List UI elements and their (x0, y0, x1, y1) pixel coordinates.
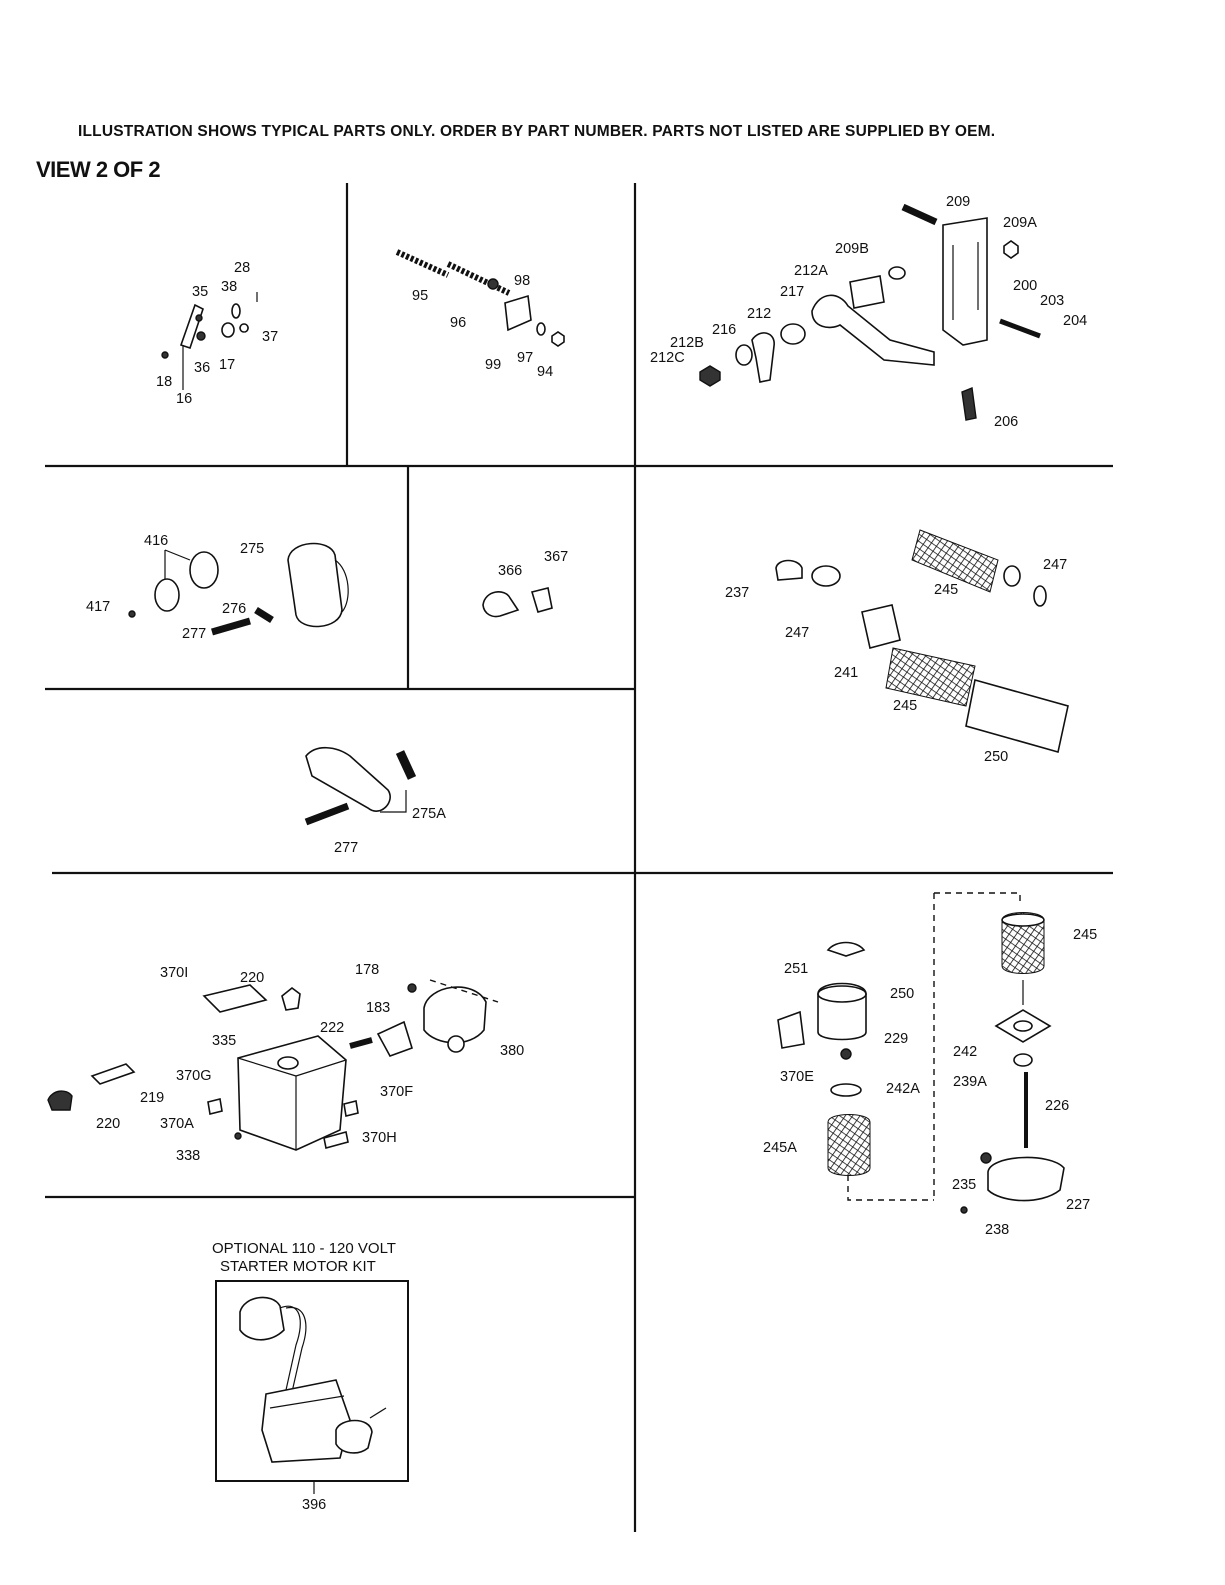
callout: 366 (498, 563, 522, 579)
callout: 275A (412, 806, 446, 822)
callout: 245 (934, 582, 958, 598)
callout: 226 (1045, 1098, 1069, 1114)
callout: 396 (302, 1497, 326, 1513)
callout: 245 (1073, 927, 1097, 943)
callout: 98 (514, 273, 530, 289)
view-indicator: VIEW 2 OF 2 (36, 157, 161, 182)
callout: 94 (537, 364, 553, 380)
callout: 370H (362, 1130, 397, 1146)
panel-dividers (45, 183, 1113, 1532)
callout: 251 (784, 961, 808, 977)
callout: 237 (725, 585, 749, 601)
callout: 216 (712, 322, 736, 338)
callout: 370A (160, 1116, 194, 1132)
air-cleaner-foam-art (775, 529, 1069, 754)
callout: 212B (670, 335, 704, 351)
callout: 370I (160, 965, 188, 981)
governor-spring-art (395, 249, 565, 347)
callout: 220 (240, 970, 264, 986)
air-cleaner-paper-art (777, 892, 1065, 1214)
callout: 35 (192, 284, 208, 300)
callout: 28 (234, 260, 250, 276)
callout: 241 (834, 665, 858, 681)
callout: 36 (194, 360, 210, 376)
callout: 276 (222, 601, 246, 617)
callout: 96 (450, 315, 466, 331)
callout: 18 (156, 374, 172, 390)
callout: 275 (240, 541, 264, 557)
callout: 277 (182, 626, 206, 642)
kit-title-line2: STARTER MOTOR KIT (220, 1258, 376, 1275)
callout: 178 (355, 962, 379, 978)
panel-control-bracket: 209 209A 209B 212A 200 217 203 212 204 2… (650, 194, 1087, 430)
callout: 37 (262, 329, 278, 345)
panel-muffler: 416 275 417 276 277 (86, 533, 349, 642)
callout: 97 (517, 350, 533, 366)
callout: 416 (144, 533, 168, 549)
callout: 250 (984, 749, 1008, 765)
callout: 250 (890, 986, 914, 1002)
callout: 217 (780, 284, 804, 300)
fuel-tank-art (47, 979, 499, 1151)
callout: 17 (219, 357, 235, 373)
callout: 335 (212, 1033, 236, 1049)
callout: 212A (794, 263, 828, 279)
callout: 242 (953, 1044, 977, 1060)
callout: 204 (1063, 313, 1087, 329)
muffler-alt-art (304, 746, 417, 826)
callout: 209A (1003, 215, 1037, 231)
fitting-art (482, 587, 553, 618)
callout: 367 (544, 549, 568, 565)
callout: 247 (785, 625, 809, 641)
callout: 38 (221, 279, 237, 295)
muffler-art (128, 542, 349, 636)
callout: 209 (946, 194, 970, 210)
kit-frame (215, 1280, 409, 1482)
callout: 200 (1013, 278, 1037, 294)
panel-muffler-alt: 275A 277 (304, 746, 446, 856)
callout: 203 (1040, 293, 1064, 309)
callout: 235 (952, 1177, 976, 1193)
callout: 239A (953, 1074, 987, 1090)
callout: 245 (893, 698, 917, 714)
callout: 229 (884, 1031, 908, 1047)
callout: 209B (835, 241, 869, 257)
callout: 183 (366, 1000, 390, 1016)
callout: 219 (140, 1090, 164, 1106)
panel-starter-kit: OPTIONAL 110 - 120 VOLT STARTER MOTOR KI… (212, 1240, 409, 1513)
callout: 277 (334, 840, 358, 856)
callout: 370E (780, 1069, 814, 1085)
kit-title-line1: OPTIONAL 110 - 120 VOLT (212, 1240, 396, 1257)
callout: 220 (96, 1116, 120, 1132)
governor-lever-art (161, 292, 258, 390)
callout: 242A (886, 1081, 920, 1097)
callout: 338 (176, 1148, 200, 1164)
panel-fitting: 366 367 (482, 549, 568, 618)
panel-governor-lever: 28 35 38 37 18 36 17 16 (156, 260, 278, 407)
callout: 370F (380, 1084, 413, 1100)
callout: 222 (320, 1020, 344, 1036)
starter-motor-art (239, 1296, 387, 1463)
callout: 99 (485, 357, 501, 373)
control-bracket-art (699, 203, 1041, 421)
callout: 227 (1066, 1197, 1090, 1213)
callout: 380 (500, 1043, 524, 1059)
callout: 16 (176, 391, 192, 407)
callout: 238 (985, 1222, 1009, 1238)
parts-notice: ILLUSTRATION SHOWS TYPICAL PARTS ONLY. O… (78, 123, 996, 140)
callout: 212 (747, 306, 771, 322)
callout: 95 (412, 288, 428, 304)
panel-air-cleaner-paper: 245 251 250 229 242 370E 239A 242A 226 2… (763, 892, 1097, 1238)
callout: 370G (176, 1068, 211, 1084)
panel-governor-spring: 98 95 96 99 97 94 (395, 249, 565, 380)
callout: 417 (86, 599, 110, 615)
callout: 245A (763, 1140, 797, 1156)
panel-fuel-tank: 370I 220 178 183 222 335 380 370G 219 37… (47, 962, 524, 1164)
callout: 247 (1043, 557, 1067, 573)
panel-air-cleaner-foam: 237 245 247 247 241 245 250 (725, 529, 1069, 765)
callout: 206 (994, 414, 1018, 430)
callout: 212C (650, 350, 685, 366)
